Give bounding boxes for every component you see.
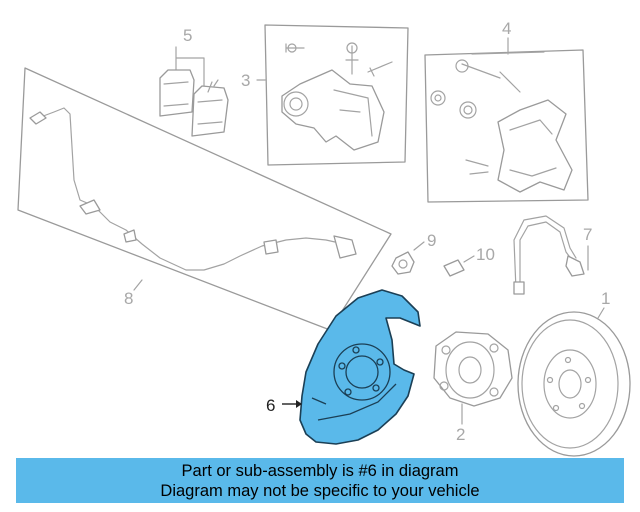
part-8-abs-sensor-box[interactable]	[17, 67, 392, 331]
callout-2: 2	[456, 425, 465, 444]
part-4-caliper-bracket-box[interactable]	[424, 37, 589, 203]
part-1-brake-rotor[interactable]	[517, 311, 631, 457]
banner-line-2: Diagram may not be specific to your vehi…	[160, 482, 480, 500]
callout-7: 7	[583, 225, 592, 244]
info-banner: Part or sub-assembly is #6 in diagram Di…	[16, 458, 624, 503]
part-7-brake-hose[interactable]	[513, 215, 585, 295]
callout-10: 10	[476, 245, 495, 264]
callout-6-arrowhead	[296, 400, 302, 408]
callout-6: 6	[266, 396, 275, 415]
callout-4: 4	[502, 19, 511, 38]
part-9-nut[interactable]	[391, 251, 415, 275]
part-10-clip[interactable]	[443, 259, 465, 277]
callout-8: 8	[124, 289, 133, 308]
banner-line-1: Part or sub-assembly is #6 in diagram	[181, 462, 459, 480]
dust-shield-body[interactable]	[299, 289, 421, 445]
part-6-dust-shield[interactable]	[299, 289, 421, 445]
callout-1: 1	[601, 289, 610, 308]
part-3-caliper-box[interactable]	[264, 24, 409, 166]
callout-3: 3	[241, 71, 250, 90]
callout-5: 5	[183, 26, 192, 45]
callout-9: 9	[427, 231, 436, 250]
part-5-brake-pads[interactable]	[159, 46, 229, 137]
part-2-wheel-hub[interactable]	[433, 331, 513, 407]
